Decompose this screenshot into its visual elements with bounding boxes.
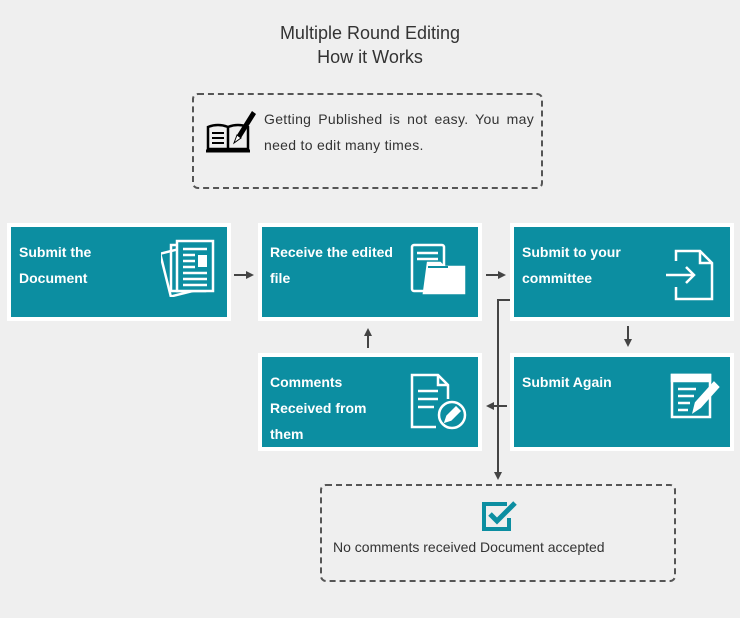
step-submit-again: Submit Again xyxy=(510,353,734,451)
arrow-step3-to-final xyxy=(494,299,510,480)
step-label: Comments Received from them xyxy=(270,374,367,442)
document-edit-icon xyxy=(410,373,467,430)
folder-documents-icon xyxy=(410,243,466,295)
step-submit-document: Submit the Document xyxy=(7,223,231,321)
intro-note-text: Getting Published is not easy. You may n… xyxy=(264,111,534,153)
step-receive-edited-file: Receive the edited file xyxy=(258,223,482,321)
checkbox-checked-icon xyxy=(482,501,517,531)
step-label: Submit to your committee xyxy=(522,244,621,286)
file-import-icon xyxy=(666,249,714,301)
final-outcome-text: No comments received Document accepted xyxy=(333,539,605,555)
step-comments-received: Comments Received from them xyxy=(258,353,482,451)
diagram-title: Multiple Round Editing xyxy=(279,23,461,43)
newspaper-icon xyxy=(161,239,215,297)
step-submit-committee: Submit to your committee xyxy=(510,223,734,321)
edit-form-icon xyxy=(670,373,720,419)
diagram-subtitle: How it Works xyxy=(317,47,423,67)
step-label: Submit Again xyxy=(522,374,612,390)
final-outcome: No comments received Document accepted xyxy=(320,484,676,582)
step-label: Receive the edited file xyxy=(270,244,393,286)
intro-note: Getting Published is not easy. You may n… xyxy=(192,93,543,189)
step-label: Submit the Document xyxy=(19,244,92,286)
book-pen-icon xyxy=(206,111,256,153)
